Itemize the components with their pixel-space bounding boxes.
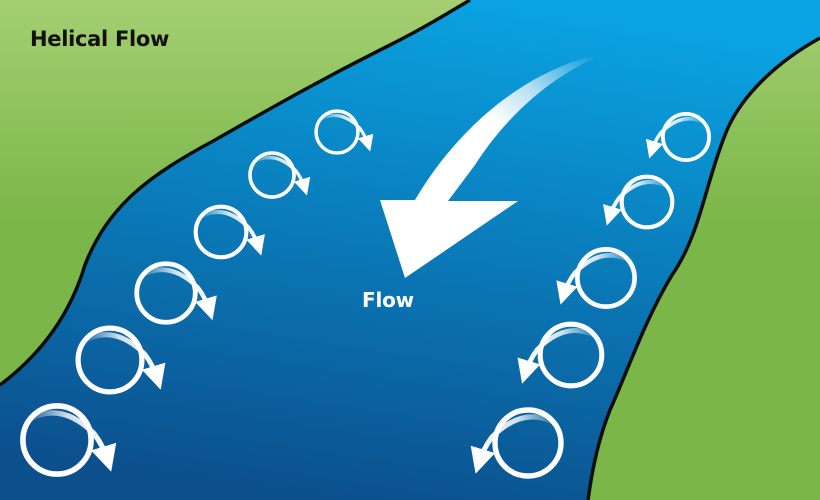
right-bank-outline bbox=[586, 36, 820, 500]
left-bank-outline bbox=[0, 0, 471, 387]
flow-label: Flow bbox=[362, 288, 414, 312]
page-title: Helical Flow bbox=[30, 27, 170, 51]
curved-flow-arrow-icon bbox=[380, 52, 610, 278]
